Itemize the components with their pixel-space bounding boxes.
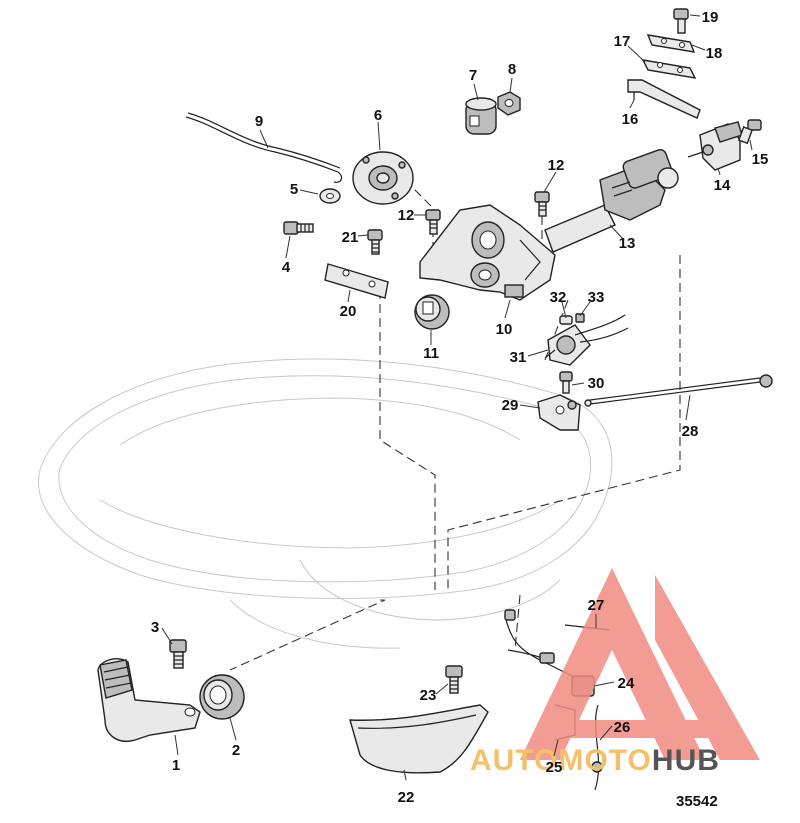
screw-part-19 xyxy=(673,8,689,34)
callout-27: 27 xyxy=(588,597,605,614)
screw-part-3 xyxy=(169,639,187,669)
callout-labels: 1 2 3 4 5 6 7 8 9 10 11 12 12 13 14 15 1… xyxy=(151,9,769,806)
callout-19: 19 xyxy=(702,9,719,26)
callout-11: 11 xyxy=(423,345,439,362)
cowling-ghost-outline xyxy=(38,358,613,649)
screw-part-12-right xyxy=(534,191,550,217)
callout-7: 7 xyxy=(469,67,477,84)
callout-24: 24 xyxy=(618,675,635,692)
callout-4: 4 xyxy=(282,259,291,276)
washer xyxy=(319,188,341,204)
callout-12-right: 12 xyxy=(548,157,565,174)
stop-switch xyxy=(544,314,629,366)
shift-handle xyxy=(97,658,201,742)
callout-3: 3 xyxy=(151,619,159,636)
watermark-text-secondary: HUB xyxy=(652,744,720,777)
screw-part-12-left xyxy=(425,209,441,235)
throttle-plate xyxy=(537,394,581,431)
callout-5: 5 xyxy=(290,181,298,198)
callout-17: 17 xyxy=(614,33,631,50)
callout-18: 18 xyxy=(706,45,723,62)
callout-8: 8 xyxy=(508,61,516,78)
callout-6: 6 xyxy=(374,107,382,124)
callout-28: 28 xyxy=(682,423,699,440)
switch-bracket xyxy=(627,79,701,119)
callout-29: 29 xyxy=(502,397,519,414)
neutral-switch xyxy=(687,121,743,171)
control-bracket xyxy=(419,204,556,301)
screw-part-15 xyxy=(737,119,762,145)
grommet xyxy=(465,97,497,135)
shift-actuator xyxy=(544,148,679,253)
plate xyxy=(324,263,389,299)
callout-12-left: 12 xyxy=(398,207,415,224)
nut xyxy=(497,91,521,116)
callout-23: 23 xyxy=(420,687,437,704)
shift-handle-grommet xyxy=(199,674,245,720)
plate-part-17 xyxy=(641,59,697,79)
watermark-text-primary: AUTOMOTO xyxy=(470,744,652,777)
leader-lines xyxy=(161,14,753,781)
callout-33: 33 xyxy=(588,289,605,306)
plate-part-18 xyxy=(646,34,696,53)
callout-16: 16 xyxy=(622,111,639,128)
screw-part-30 xyxy=(559,371,573,394)
callout-2: 2 xyxy=(232,742,240,759)
throttle-cable xyxy=(584,374,773,407)
diagram-id: 35542 xyxy=(676,793,718,810)
callout-22: 22 xyxy=(398,789,415,806)
callout-20: 20 xyxy=(340,303,357,320)
callout-14: 14 xyxy=(714,177,731,194)
throttle-cam xyxy=(352,151,414,205)
callout-15: 15 xyxy=(752,151,769,168)
callout-21: 21 xyxy=(342,229,359,246)
bushing xyxy=(414,294,450,330)
callout-9: 9 xyxy=(255,113,263,130)
screw-part-33 xyxy=(575,313,585,323)
callout-31: 31 xyxy=(510,349,527,366)
callout-1: 1 xyxy=(172,757,180,774)
callout-25: 25 xyxy=(546,759,563,776)
callout-13: 13 xyxy=(619,235,636,252)
shift-rod xyxy=(185,112,343,183)
callout-10: 10 xyxy=(496,321,513,338)
screw-part-21 xyxy=(367,229,383,255)
watermark-logo xyxy=(520,568,760,760)
callout-26: 26 xyxy=(614,719,631,736)
callout-32: 32 xyxy=(550,289,567,306)
lower-cover xyxy=(349,704,489,774)
screw-part-4 xyxy=(283,221,314,235)
callout-30: 30 xyxy=(588,375,605,392)
screw-part-23 xyxy=(445,665,463,694)
watermark-text: AUTOMOTOHUB xyxy=(470,744,720,777)
